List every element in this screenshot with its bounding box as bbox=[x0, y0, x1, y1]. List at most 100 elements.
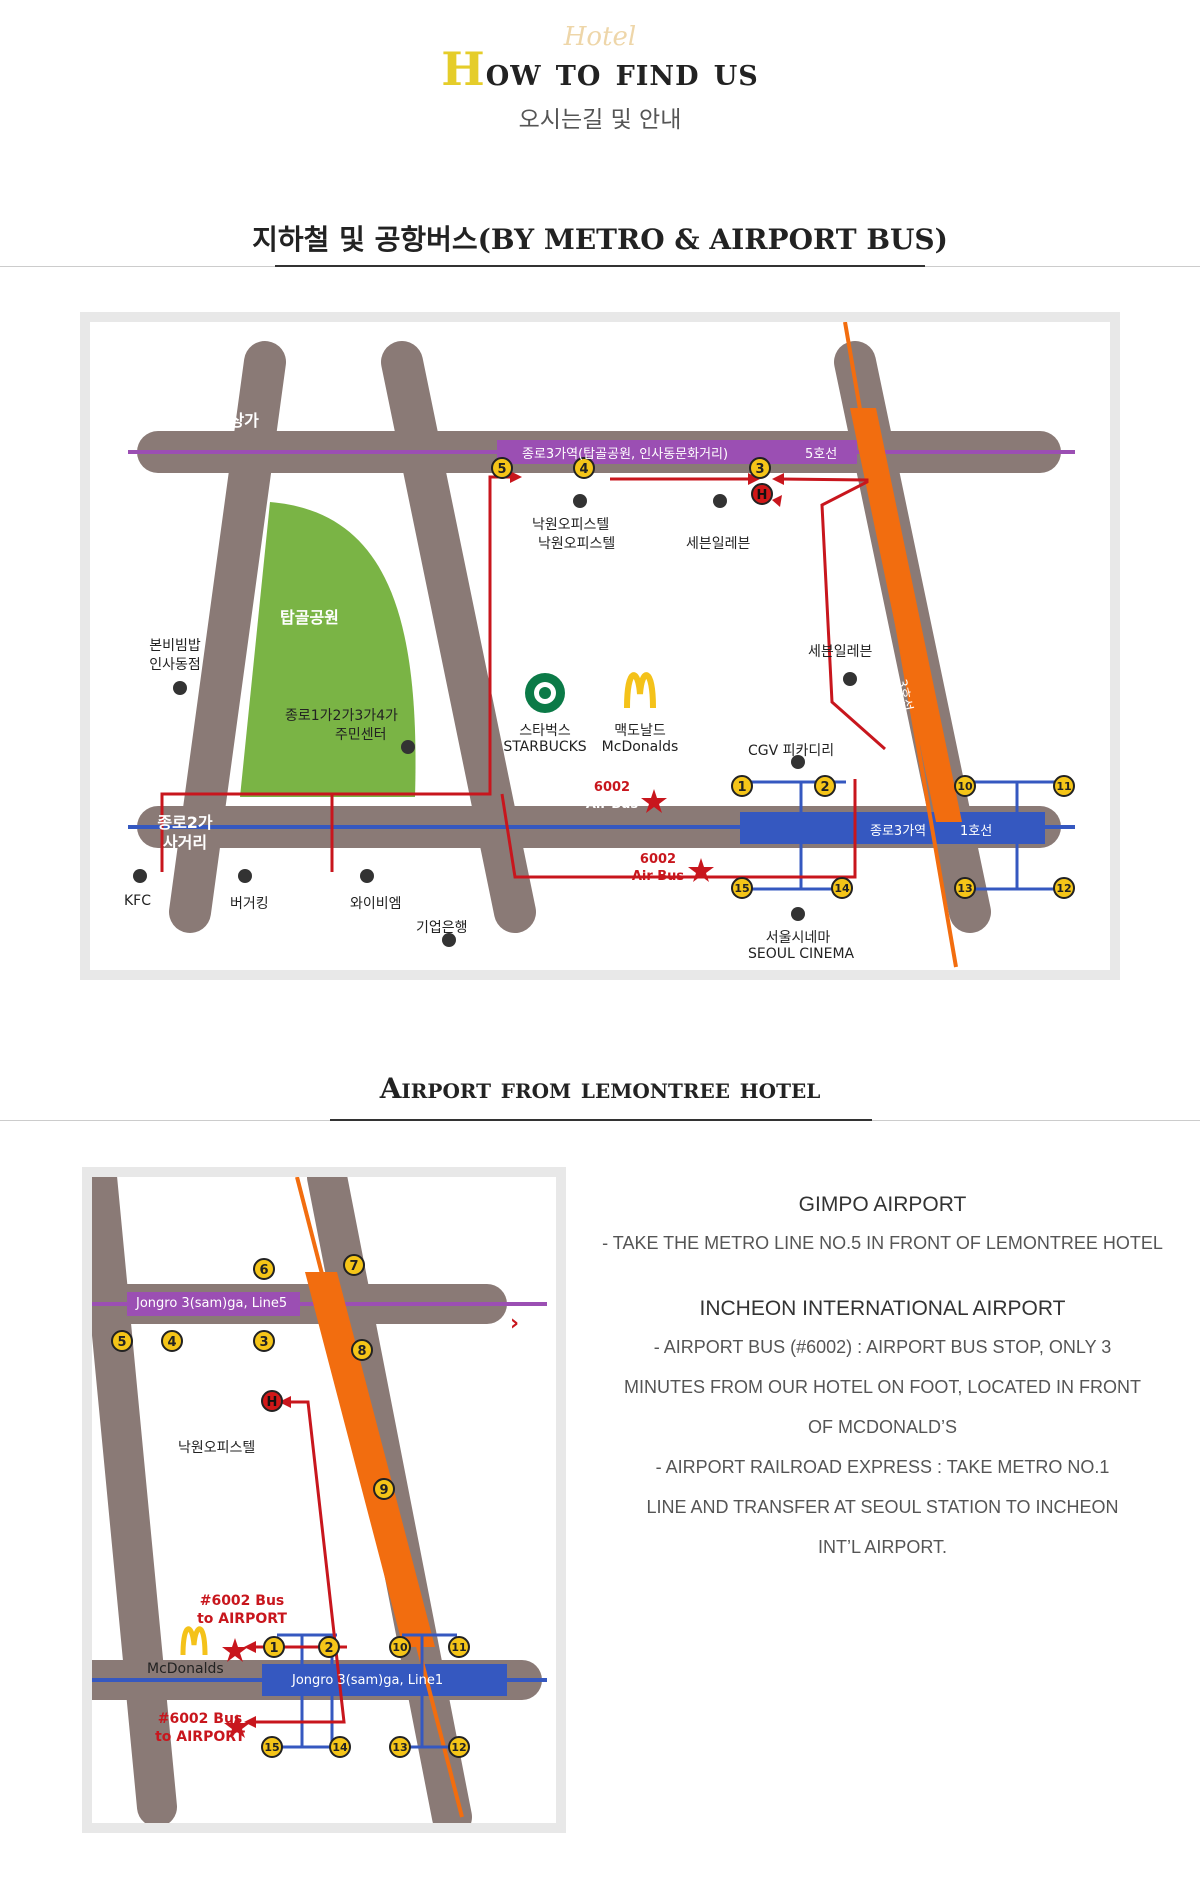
svg-text:11: 11 bbox=[1056, 780, 1071, 793]
park-area bbox=[240, 502, 416, 797]
line5-name-label: 5호선 bbox=[805, 447, 838, 462]
bus-stop-1-label-2: to AIRPORT bbox=[197, 1611, 287, 1627]
exit-7: 7 bbox=[342, 1253, 366, 1282]
svg-text:4: 4 bbox=[579, 462, 588, 477]
bus-stop-1-label: Air Bus bbox=[585, 797, 639, 812]
exit-8: 8 bbox=[350, 1338, 374, 1367]
svg-text:1: 1 bbox=[269, 1641, 278, 1656]
bus-stop-star bbox=[224, 1714, 250, 1738]
mcdonalds-label-ko: 맥도날드 bbox=[614, 723, 666, 739]
svg-text:7: 7 bbox=[349, 1259, 358, 1274]
svg-text:12: 12 bbox=[1056, 882, 1071, 895]
line3-station-box bbox=[305, 1272, 435, 1647]
hotel-marker: H bbox=[750, 482, 774, 511]
jongro2-intersection-label-1: 종로2가 bbox=[157, 813, 213, 832]
line5-station-box bbox=[127, 1292, 300, 1316]
exit-3: 3 bbox=[748, 456, 772, 485]
svg-text:13: 13 bbox=[392, 1741, 407, 1754]
cgv-label: CGV 피카디리 bbox=[748, 743, 835, 759]
svg-text:9: 9 bbox=[379, 1483, 388, 1498]
svg-text:6: 6 bbox=[259, 1263, 268, 1278]
exit-1: 1 bbox=[262, 1635, 286, 1664]
svg-text:4: 4 bbox=[167, 1335, 176, 1350]
svg-text:14: 14 bbox=[834, 882, 850, 895]
svg-text:5: 5 bbox=[117, 1335, 126, 1350]
airport-map: 1 2 3 4 5 6 7 8 9 10 11 12 13 14 15 H Jo… bbox=[92, 1177, 556, 1823]
kfc-label: KFC bbox=[124, 893, 152, 909]
hotel-marker: H bbox=[260, 1389, 284, 1418]
exit-2: 2 bbox=[813, 774, 837, 803]
incheon-line: - AIRPORT RAILROAD EXPRESS : TAKE METRO … bbox=[655, 1457, 1110, 1477]
line1-station-label: 종로3가역 bbox=[870, 824, 927, 839]
svg-text:10: 10 bbox=[392, 1641, 408, 1654]
ymca-label: 와이비엠 bbox=[350, 896, 402, 912]
exit-2: 2 bbox=[317, 1635, 341, 1664]
mcdonalds-icon bbox=[624, 672, 656, 709]
exit-15: 15 bbox=[260, 1735, 284, 1764]
incheon-line: LINE AND TRANSFER AT SEOUL STATION TO IN… bbox=[646, 1497, 1119, 1517]
incheon-title: INCHEON INTERNATIONAL AIRPORT bbox=[699, 1297, 1066, 1320]
page-title-rest: ow to find us bbox=[485, 49, 759, 94]
direction-arrow-icon: › bbox=[510, 1311, 520, 1336]
bus-stop-2-label: Air Bus bbox=[631, 869, 685, 884]
incheon-line: INT’L AIRPORT. bbox=[817, 1537, 948, 1557]
mcdonalds-icon bbox=[180, 1626, 208, 1656]
bus-stop-star bbox=[222, 1638, 248, 1662]
page-subtitle: 오시는길 및 안내 bbox=[518, 107, 682, 133]
svg-text:2: 2 bbox=[820, 780, 829, 795]
exit-10: 10 bbox=[388, 1635, 412, 1664]
incheon-line: OF MCDONALD’S bbox=[807, 1417, 957, 1437]
exit-4: 4 bbox=[160, 1329, 184, 1358]
road-left bbox=[92, 1177, 177, 1823]
svg-text:3: 3 bbox=[755, 462, 764, 477]
section-title-airport: Airport from lemontree hotel bbox=[379, 1072, 821, 1105]
bus-stop-star bbox=[641, 789, 667, 813]
burgerking-label: 버거킹 bbox=[230, 896, 269, 912]
exit-5: 5 bbox=[110, 1329, 134, 1358]
line5-station-label: Jongro 3(sam)ga, Line5 bbox=[136, 1296, 288, 1311]
svg-text:2: 2 bbox=[324, 1641, 333, 1656]
nakwon-officetel-label-1: 낙원오피스텔 bbox=[532, 517, 610, 533]
exit-3: 3 bbox=[252, 1329, 276, 1358]
seven-eleven-label-1: 세븐일레븐 bbox=[686, 536, 751, 552]
park-label: 탑골공원 bbox=[280, 608, 339, 627]
bonbibimbap-label-1: 본비빔밥 bbox=[149, 638, 201, 654]
bus-stop-1-label-1: #6002 Bus bbox=[199, 1593, 285, 1609]
line3-station-box bbox=[850, 408, 962, 822]
exit-15: 15 bbox=[730, 876, 754, 905]
gimpo-title: GIMPO AIRPORT bbox=[798, 1193, 967, 1216]
exit-6: 6 bbox=[252, 1257, 276, 1286]
exit-14: 14 bbox=[328, 1735, 352, 1764]
seven-eleven-label-2: 세븐일레븐 bbox=[808, 644, 873, 660]
metro-map-frame: 1 2 3 4 5 10 11 12 13 14 15 H 낙원상가 종로3가역… bbox=[80, 312, 1120, 980]
section-title-metro: 지하철 및 공항버스(BY METRO & AIRPORT BUS) bbox=[252, 223, 948, 256]
bus-stop-star bbox=[688, 858, 714, 882]
line1-station-label: Jongro 3(sam)ga, Line1 bbox=[292, 1673, 444, 1688]
svg-text:5: 5 bbox=[497, 462, 506, 477]
page-title-cap: H bbox=[441, 42, 486, 96]
svg-text:H: H bbox=[757, 488, 768, 503]
exit-12: 12 bbox=[1052, 876, 1076, 905]
page-title: How to find us bbox=[0, 42, 1200, 96]
line1-name-label: 1호선 bbox=[960, 824, 993, 839]
exit-14: 14 bbox=[830, 876, 854, 905]
svg-text:12: 12 bbox=[451, 1741, 466, 1754]
metro-map: 1 2 3 4 5 10 11 12 13 14 15 H 낙원상가 종로3가역… bbox=[90, 322, 1110, 970]
svg-text:10: 10 bbox=[957, 780, 973, 793]
bonbibimbap-label-2: 인사동점 bbox=[149, 657, 201, 673]
community-center-label-2: 주민센터 bbox=[335, 727, 387, 743]
exit-1: 1 bbox=[730, 774, 754, 803]
ibk-label: 기업은행 bbox=[416, 920, 468, 936]
line5-station-box bbox=[497, 440, 857, 464]
line5-station-label: 종로3가역(탑골공원, 인사동문화거리) bbox=[522, 447, 729, 462]
exit-13: 13 bbox=[953, 876, 977, 905]
mcdonalds-label-en: McDonalds bbox=[601, 739, 679, 755]
header-script-text: Hotel bbox=[563, 22, 637, 52]
airport-info: GIMPO AIRPORT - TAKE THE METRO LINE NO.5… bbox=[600, 1193, 1165, 1567]
bus-stop-1-number: 6002 bbox=[593, 780, 631, 795]
exit-11: 11 bbox=[1052, 774, 1076, 803]
exit-10: 10 bbox=[953, 774, 977, 803]
exit-9: 9 bbox=[372, 1477, 396, 1506]
bus-stop-2-label-1: #6002 Bus bbox=[157, 1711, 243, 1727]
svg-text:15: 15 bbox=[264, 1741, 279, 1754]
